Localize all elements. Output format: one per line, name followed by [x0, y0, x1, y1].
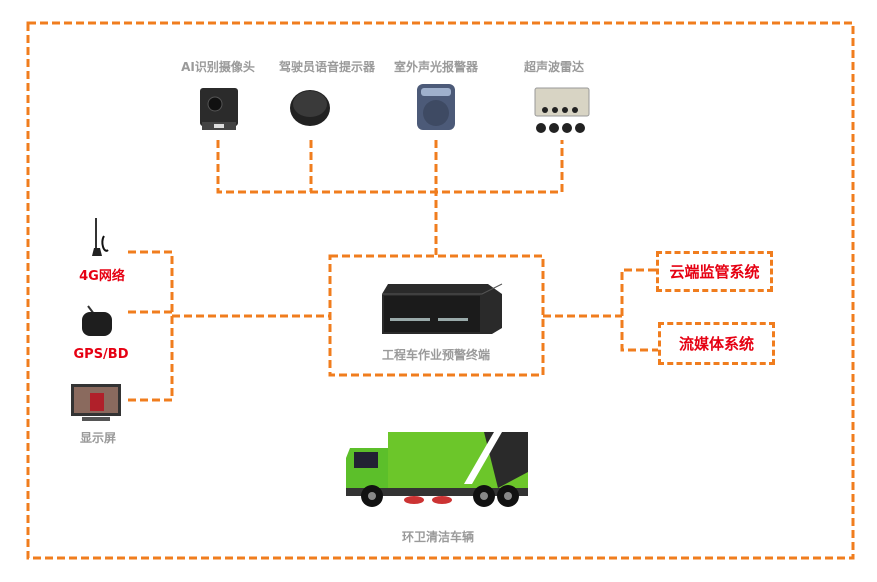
alarm-icon [417, 84, 455, 130]
monitor-icon [71, 384, 121, 421]
alarm-label: 室外声光报警器 [393, 60, 479, 74]
display-label: 显示屏 [79, 431, 117, 445]
top-bus-line [216, 140, 564, 255]
cloud-supervision-system: 云端监管系统 [656, 251, 773, 292]
antenna-icon [92, 218, 109, 256]
gps-icon [82, 305, 112, 336]
terminal-device-icon [382, 283, 503, 334]
vehicle-label: 环卫清洁车辆 [401, 530, 475, 544]
streaming-media-system: 流媒体系统 [658, 322, 775, 365]
camera-label: AI识别摄像头 [181, 60, 255, 74]
gps-bd-label: GPS/BD [73, 347, 129, 362]
speaker-icon [290, 90, 330, 126]
radar-icon [534, 87, 590, 133]
terminal-label: 工程车作业预警终端 [381, 348, 491, 362]
outer-boundary [26, 21, 855, 560]
sweeper-truck-icon [346, 432, 528, 507]
speaker-label: 驾驶员语音提示器 [278, 60, 376, 74]
camera-icon [200, 88, 238, 130]
right-bus-line [543, 268, 658, 352]
radar-label: 超声波雷达 [523, 60, 585, 74]
4g-network-label: 4G网络 [79, 269, 125, 284]
left-bus-line [128, 250, 330, 402]
